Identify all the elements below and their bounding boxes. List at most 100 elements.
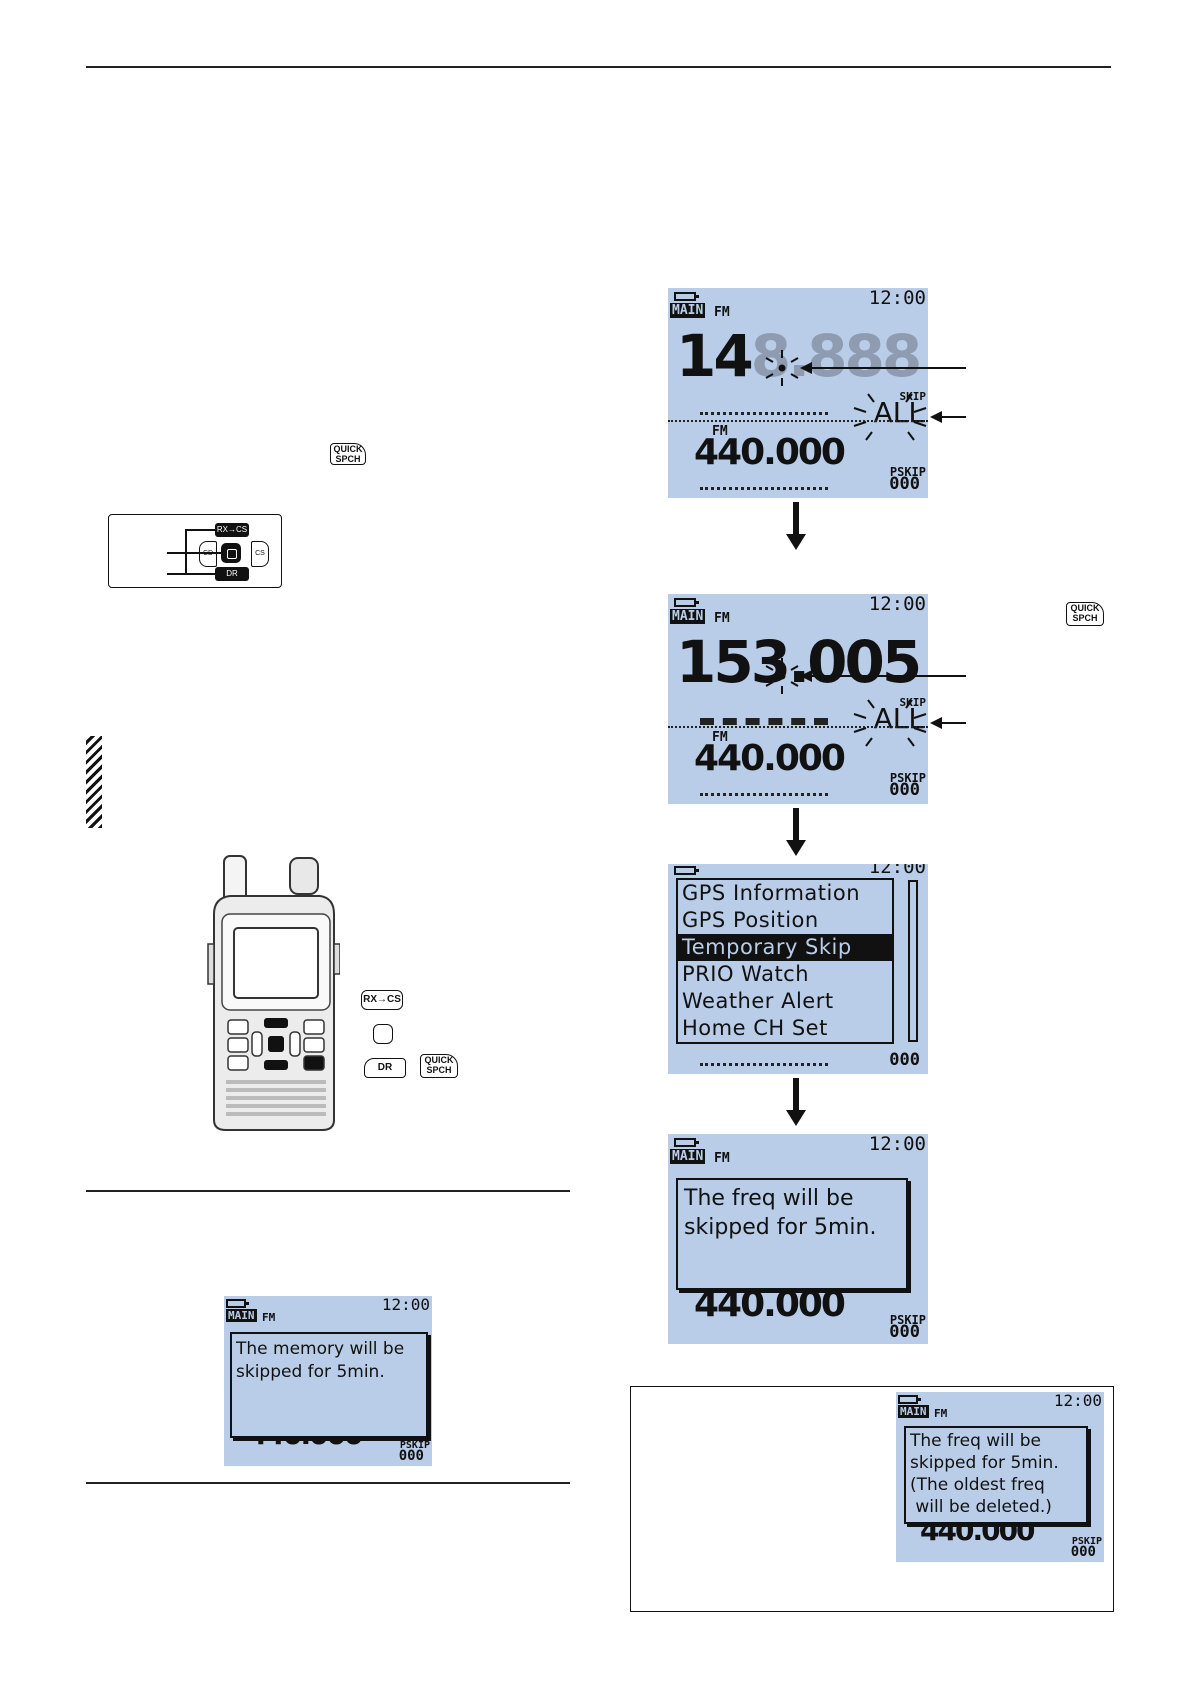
pskip-label: PSKIP	[889, 465, 926, 479]
blink-rays-icon	[765, 658, 799, 694]
channel-number: 000	[1070, 1544, 1096, 1560]
callout-line	[810, 367, 966, 369]
menu-item-selected[interactable]: Temporary Skip	[678, 934, 892, 961]
menu-item[interactable]: GPS Information	[682, 881, 861, 905]
note-hatch-bar	[86, 736, 102, 828]
radio-illustration	[207, 855, 340, 1131]
lcd-oldest-freq: 12:00 MAIN FM 440.000 PSKIP 000 The freq…	[896, 1392, 1104, 1562]
main-tag: MAIN	[226, 1309, 257, 1322]
pskip-label: PSKIP	[889, 771, 926, 785]
fm-label: FM	[714, 1151, 730, 1166]
skip-label: SKIP	[899, 696, 927, 709]
dialog-line: skipped for 5min.	[236, 1362, 385, 1382]
cd-key: CD	[199, 541, 217, 567]
pskip-label: PSKIP	[1071, 1536, 1102, 1547]
freq-skip-dialog: The freq will be skipped for 5min.	[676, 1178, 908, 1290]
quick-spch-key-icon: QUICK SPCH	[420, 1054, 458, 1078]
fm-label-sub: FM	[712, 424, 728, 439]
main-tag: MAIN	[898, 1405, 929, 1418]
dialog-line: (The oldest freq	[910, 1475, 1045, 1495]
sub-s-meter	[700, 790, 828, 796]
lcd-quick-menu: 12:00 GPS Information GPS Position Tempo…	[668, 864, 928, 1074]
dr-key-icon: DR	[364, 1058, 406, 1078]
section-rule	[86, 1482, 570, 1484]
band-separator	[668, 420, 928, 422]
callout-line	[940, 722, 966, 724]
rxcs-key: RX→CS	[215, 523, 249, 537]
fm-label: FM	[714, 611, 730, 626]
s-meter	[700, 408, 828, 415]
main-frequency: 148.888	[676, 322, 922, 390]
lcd-clock: 12:00	[868, 288, 926, 309]
dialog-line: skipped for 5min.	[910, 1453, 1059, 1473]
dialog-line: will be deleted.)	[910, 1497, 1052, 1517]
menu-scrollbar[interactable]	[908, 880, 918, 1042]
oldest-freq-dialog: The freq will be skipped for 5min. (The …	[904, 1426, 1088, 1524]
section-rule	[86, 1190, 570, 1192]
skip-label: SKIP	[899, 390, 927, 403]
rxcs-key-icon: RX→CS	[361, 990, 403, 1010]
center-key-icon	[373, 1024, 393, 1044]
main-tag: MAIN	[670, 1149, 706, 1164]
memory-skip-dialog: The memory will be skipped for 5min.	[230, 1332, 428, 1438]
fm-label: FM	[934, 1407, 948, 1420]
main-tag: MAIN	[670, 609, 706, 624]
lcd-clock: 12:00	[868, 864, 926, 878]
lcd-screen-1: 12:00 MAIN FM 148.888 SKIP ALL FM 440.00…	[668, 288, 928, 498]
quick-spch-key-icon: QUICK SPCH	[330, 443, 366, 465]
channel-number: 000	[889, 474, 920, 494]
blink-rays-icon	[853, 699, 927, 747]
callout-arrowhead	[930, 717, 942, 729]
channel-number: 000	[889, 1322, 920, 1342]
battery-icon	[226, 1299, 249, 1308]
callout-arrowhead	[800, 362, 812, 374]
menu-item[interactable]: PRIO Watch	[682, 962, 810, 986]
menu-item[interactable]: Home CH Set	[682, 1016, 828, 1040]
menu-item[interactable]: Weather Alert	[682, 989, 834, 1013]
channel-number: 000	[889, 1050, 920, 1070]
lcd-clock: 12:00	[868, 594, 926, 615]
lcd-screen-2: 12:00 MAIN FM 153.005 SKIP ALL FM 440.00…	[668, 594, 928, 804]
pskip-label: PSKIP	[889, 1313, 926, 1327]
battery-icon	[674, 866, 699, 875]
callout-line	[810, 675, 966, 677]
battery-icon	[674, 292, 699, 301]
lcd-clock: 12:00	[868, 1134, 926, 1155]
s-meter	[700, 718, 828, 725]
callout-arrowhead	[800, 670, 812, 682]
leader-line	[167, 573, 215, 575]
band-separator	[668, 726, 928, 728]
dr-key: DR	[215, 567, 249, 581]
dialog-line: The memory will be	[236, 1339, 405, 1359]
lcd-clock: 12:00	[1053, 1392, 1102, 1410]
fm-label: FM	[262, 1311, 276, 1324]
header-rule	[86, 66, 1111, 68]
battery-icon	[674, 1138, 699, 1147]
dialog-line: The freq will be	[910, 1431, 1042, 1451]
channel-number: 000	[398, 1448, 424, 1464]
battery-icon	[674, 598, 699, 607]
channel-number: 000	[889, 780, 920, 800]
battery-icon	[898, 1395, 921, 1404]
fm-label-sub: FM	[712, 730, 728, 745]
lcd-freq-skip: 12:00 MAIN FM 440.000 PSKIP 000 The freq…	[668, 1134, 928, 1344]
dialog-line: skipped for 5min.	[684, 1215, 877, 1240]
sub-frequency: 440.000	[694, 432, 846, 473]
note-box	[630, 1386, 1114, 1612]
sub-frequency: 440.000	[694, 1284, 846, 1325]
key-cluster-diagram: RX→CS DR CD CS	[108, 514, 282, 588]
cs-key: CS	[251, 541, 269, 567]
blink-rays-icon	[853, 393, 927, 441]
callout-arrowhead	[930, 411, 942, 423]
menu-item[interactable]: GPS Position	[682, 908, 819, 932]
quick-spch-key-icon: QUICK SPCH	[1066, 602, 1104, 626]
sub-frequency: 440.000	[694, 738, 846, 779]
main-frequency: 153.005	[676, 628, 922, 696]
dialog-line: The freq will be	[684, 1186, 854, 1211]
sub-s-meter	[700, 1060, 828, 1066]
leader-line	[167, 552, 221, 554]
sub-s-meter	[700, 484, 828, 490]
pskip-label: PSKIP	[399, 1440, 430, 1451]
quick-menu-list[interactable]: GPS Information GPS Position Temporary S…	[676, 878, 894, 1044]
lcd-memory-skip: 12:00 MAIN FM 440.000 PSKIP 000 The memo…	[224, 1296, 432, 1466]
